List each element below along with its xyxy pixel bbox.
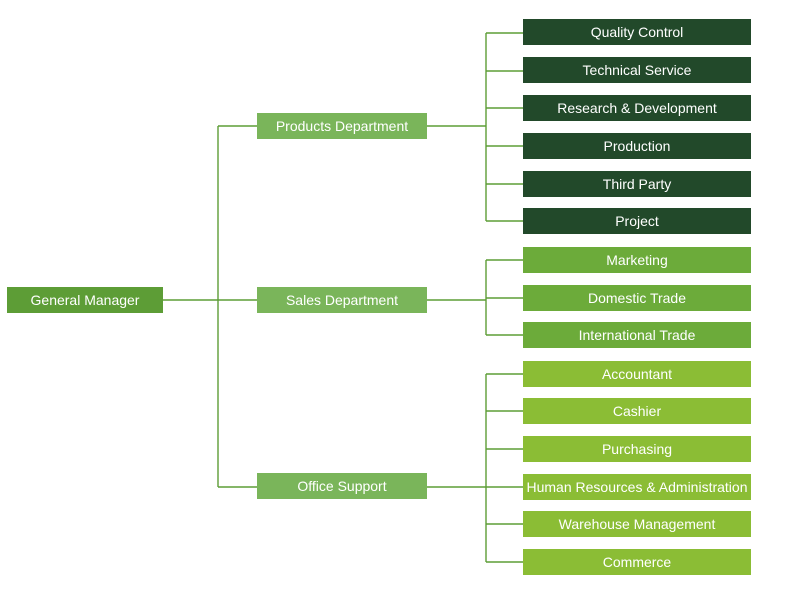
unit-cashier: Cashier (523, 398, 751, 424)
unit-project: Project (523, 208, 751, 234)
unit-research-development: Research & Development (523, 95, 751, 121)
general-manager-node: General Manager (7, 287, 163, 313)
products-department-node: Products Department (257, 113, 427, 139)
unit-quality-control: Quality Control (523, 19, 751, 45)
office-support-node: Office Support (257, 473, 427, 499)
unit-domestic-trade: Domestic Trade (523, 285, 751, 311)
unit-third-party: Third Party (523, 171, 751, 197)
unit-purchasing: Purchasing (523, 436, 751, 462)
sales-department-node: Sales Department (257, 287, 427, 313)
unit-production: Production (523, 133, 751, 159)
unit-commerce: Commerce (523, 549, 751, 575)
unit-international-trade: International Trade (523, 322, 751, 348)
unit-warehouse-management: Warehouse Management (523, 511, 751, 537)
unit-human-resources-administration: Human Resources & Administration (523, 474, 751, 500)
unit-accountant: Accountant (523, 361, 751, 387)
unit-marketing: Marketing (523, 247, 751, 273)
unit-technical-service: Technical Service (523, 57, 751, 83)
